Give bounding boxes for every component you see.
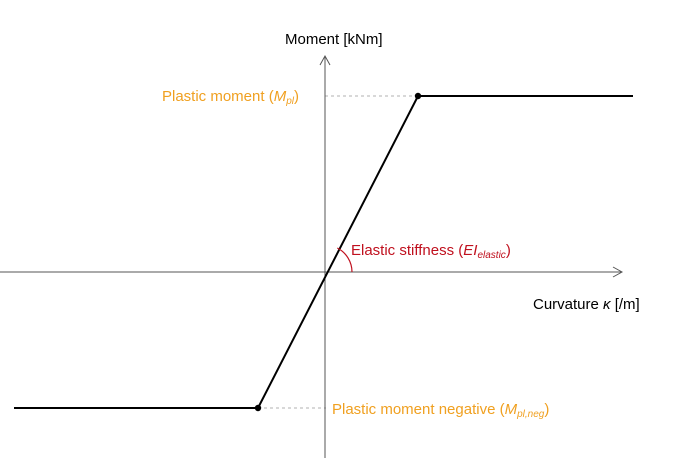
x-axis-arrowhead [612, 266, 624, 278]
moment-curvature-curve [14, 95, 633, 409]
plastic-moment-subscript: pl [285, 96, 295, 107]
plastic-moment-close: ) [294, 88, 299, 105]
plastic-moment-symbol: M [274, 88, 287, 105]
x-axis-label-symbol: κ [603, 296, 612, 313]
plastic-moment-negative-text: Plastic moment negative ( [332, 401, 505, 418]
plastic-moment-negative-subscript: pl,neg [516, 409, 545, 420]
x-axis-label-suffix: [/m] [611, 296, 640, 313]
elastic-stiffness-angle-arc [337, 247, 353, 273]
plastic-moment-negative-symbol: M [505, 401, 518, 418]
elastic-stiffness-text: Elastic stiffness ( [351, 242, 463, 259]
y-axis-arrowhead [319, 54, 331, 66]
plastic-moment-label: Plastic moment (Mpl) [162, 88, 299, 107]
negative-yield-point [254, 404, 262, 412]
plastic-moment-text: Plastic moment ( [162, 88, 274, 105]
elastic-stiffness-symbol: EI [463, 242, 477, 259]
y-axis-label: Moment [kNm] [285, 31, 383, 48]
x-axis-label: Curvature κ [/m] [533, 296, 640, 313]
elastic-stiffness-label: Elastic stiffness (EIelastic) [351, 242, 511, 261]
x-axis-label-prefix: Curvature [533, 296, 603, 313]
plastic-moment-negative-close: ) [544, 401, 549, 418]
elastic-stiffness-close: ) [506, 242, 511, 259]
plastic-moment-negative-label: Plastic moment negative (Mpl,neg) [332, 401, 549, 420]
elastic-stiffness-subscript: elastic [477, 250, 505, 261]
positive-yield-point [414, 92, 422, 100]
